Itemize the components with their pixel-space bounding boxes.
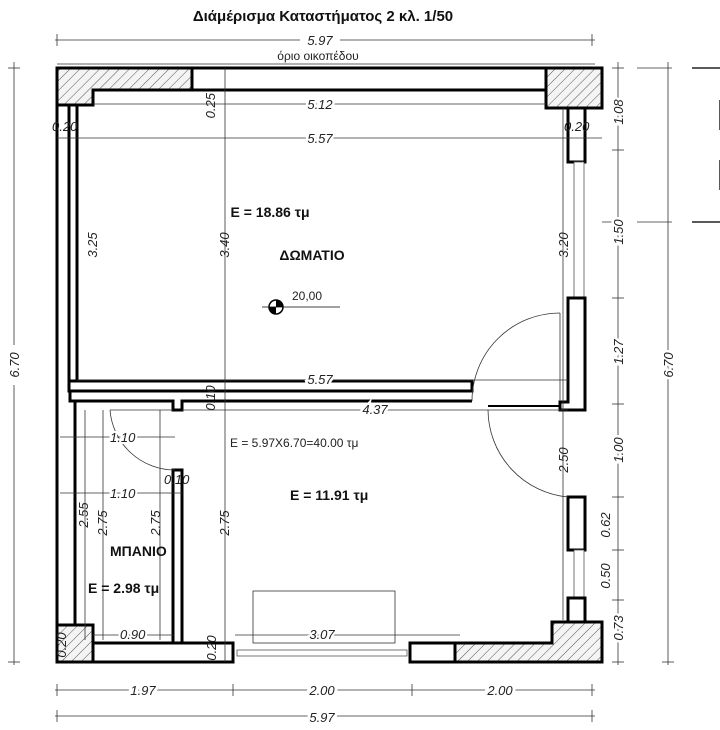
svg-text:0.10: 0.10	[164, 472, 190, 487]
door-swing-room	[471, 312, 561, 402]
svg-text:0.50: 0.50	[598, 563, 613, 589]
dimension-top-overall: 5.97	[55, 32, 595, 48]
bathroom-bottom-wall	[91, 641, 235, 664]
room-name-label: ΔΩΜΑΤΙΟ	[279, 247, 344, 263]
svg-text:6.70: 6.70	[661, 352, 676, 378]
dimension-right-chain: 1.08 1.50 1.27 1.00 0.62 0.50 0.73 6.70	[596, 62, 720, 665]
dimension-labels: 5.12 0.20 0.20 5.57 5.57 4.37 1.10 0.10 …	[52, 92, 590, 660]
svg-text:3.07: 3.07	[309, 627, 335, 642]
total-area-label: E = 5.97X6.70=40.00 τμ	[230, 436, 359, 450]
bottom-wall-mid	[408, 641, 457, 664]
svg-text:2.55: 2.55	[76, 502, 91, 529]
svg-text:2.75: 2.75	[95, 510, 110, 537]
svg-text:0.90: 0.90	[120, 627, 146, 642]
top-wall	[190, 66, 548, 92]
right-wall-4	[566, 596, 587, 624]
svg-text:1.08: 1.08	[611, 99, 626, 125]
walls	[55, 66, 604, 664]
svg-text:0.73: 0.73	[611, 615, 626, 641]
right-wall-1	[566, 106, 587, 164]
column-top-right	[544, 66, 604, 110]
svg-text:1.10: 1.10	[110, 486, 136, 501]
svg-text:3.40: 3.40	[217, 232, 232, 258]
svg-text:0.25: 0.25	[203, 92, 218, 118]
level-value: 20,00	[292, 289, 322, 303]
level-marker-icon	[262, 299, 340, 315]
svg-text:2.00: 2.00	[486, 683, 513, 698]
svg-text:0.20: 0.20	[204, 635, 219, 661]
svg-text:3.20: 3.20	[556, 232, 571, 258]
svg-text:5.12: 5.12	[307, 97, 333, 112]
bath-area-label: E = 2.98 τμ	[88, 580, 159, 596]
svg-text:2.00: 2.00	[308, 683, 335, 698]
svg-text:5.97: 5.97	[307, 33, 333, 48]
svg-text:1.50: 1.50	[611, 219, 626, 245]
partition-wall-top	[75, 399, 472, 412]
svg-text:0.20: 0.20	[54, 632, 69, 658]
column-top-left	[55, 66, 194, 107]
column-bottom-right	[453, 620, 604, 664]
svg-text:2.50: 2.50	[556, 447, 571, 474]
counter	[252, 590, 396, 644]
svg-text:2.75: 2.75	[217, 510, 232, 537]
plot-boundary-label: όριο οικοπέδου	[277, 49, 358, 63]
right-wall-2	[558, 296, 587, 412]
dimension-left-overall: 6.70	[6, 62, 22, 665]
svg-text:2.75: 2.75	[148, 510, 163, 537]
svg-text:0.20: 0.20	[564, 119, 590, 134]
right-wall-3	[566, 495, 587, 552]
plan-title: Διάμέρισμα Καταστήματος 2 κλ. 1/50	[193, 8, 453, 25]
svg-text:1.27: 1.27	[611, 339, 626, 365]
svg-text:3.25: 3.25	[85, 232, 100, 258]
svg-text:4.37: 4.37	[362, 402, 388, 417]
living-area-label: E = 11.91 τμ	[290, 487, 368, 503]
svg-text:0.62: 0.62	[598, 512, 613, 538]
svg-text:1.10: 1.10	[110, 430, 136, 445]
bath-name-label: ΜΠΑΝΙΟ	[110, 543, 167, 559]
left-inner-wall	[67, 103, 79, 393]
door-swing-entrance	[487, 409, 569, 498]
svg-text:0.10: 0.10	[203, 385, 218, 411]
svg-text:0.20: 0.20	[52, 119, 78, 134]
window-right-1	[573, 161, 585, 299]
door-swing-bath	[109, 409, 176, 471]
window-right-2	[573, 549, 585, 599]
svg-text:5.57: 5.57	[307, 131, 333, 146]
svg-text:1.00: 1.00	[611, 437, 626, 463]
svg-text:5.97: 5.97	[309, 710, 335, 725]
svg-text:6.70: 6.70	[7, 352, 22, 378]
svg-text:1.97: 1.97	[130, 683, 156, 698]
room-area-label: E = 18.86 τμ	[230, 204, 309, 220]
room-bottom-wall	[67, 379, 474, 393]
internal-dimension-lines	[57, 68, 602, 662]
dimension-bottom: 1.97 2.00 2.00 5.97	[55, 680, 595, 728]
svg-text:5.57: 5.57	[307, 372, 333, 387]
window-bottom	[236, 649, 408, 657]
bathroom-partition	[171, 468, 184, 645]
